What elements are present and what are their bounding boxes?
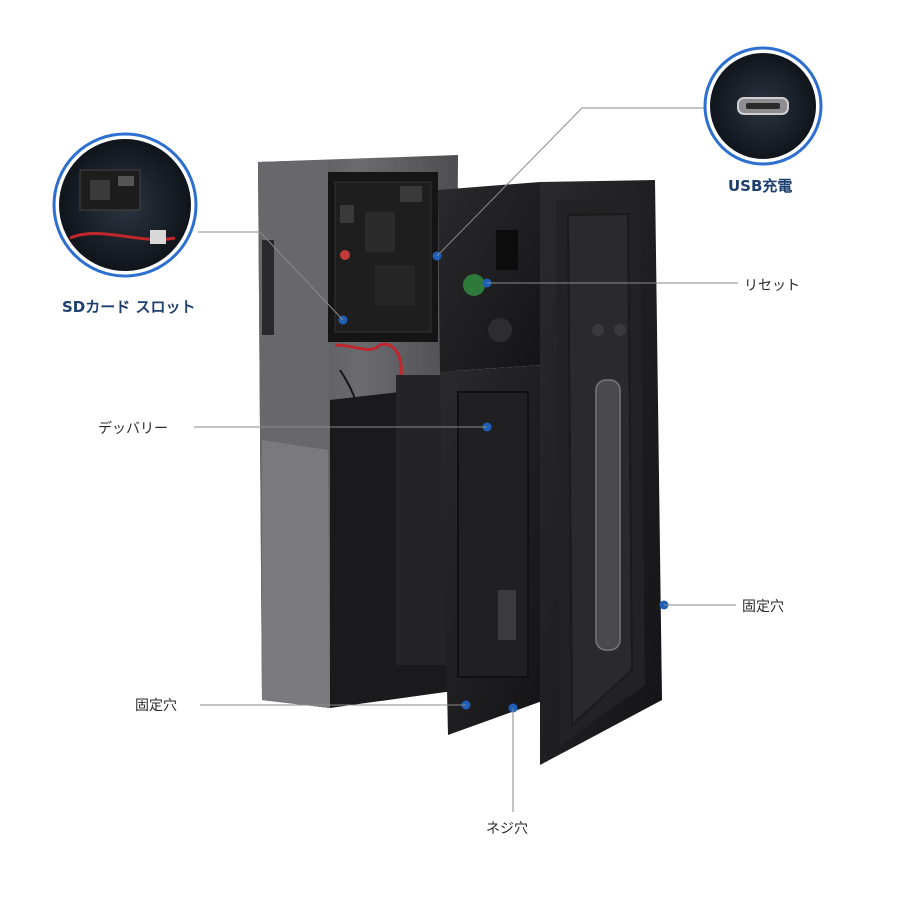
- line-sd-card-slot: [198, 231, 344, 321]
- usb-zoom-circle: [703, 46, 823, 166]
- label-sd-card-slot: SDカード スロット: [62, 298, 196, 316]
- line-usb: [436, 107, 706, 257]
- label-battery: デッバリー: [98, 421, 168, 437]
- label-mount-hole-right: 固定穴: [742, 599, 784, 615]
- callout-lines: [194, 107, 738, 812]
- mounting-plate: [540, 180, 662, 765]
- label-reset: リセット: [744, 278, 800, 294]
- label-mount-hole-left: 固定穴: [135, 698, 177, 714]
- middle-plate: [438, 182, 545, 735]
- label-screw-hole: ネジ穴: [486, 821, 528, 837]
- sd-card-zoom-circle: [52, 132, 198, 278]
- battery-compartment: [330, 375, 460, 708]
- label-usb-charge: USB充電: [728, 177, 793, 195]
- circuit-board: [328, 172, 438, 601]
